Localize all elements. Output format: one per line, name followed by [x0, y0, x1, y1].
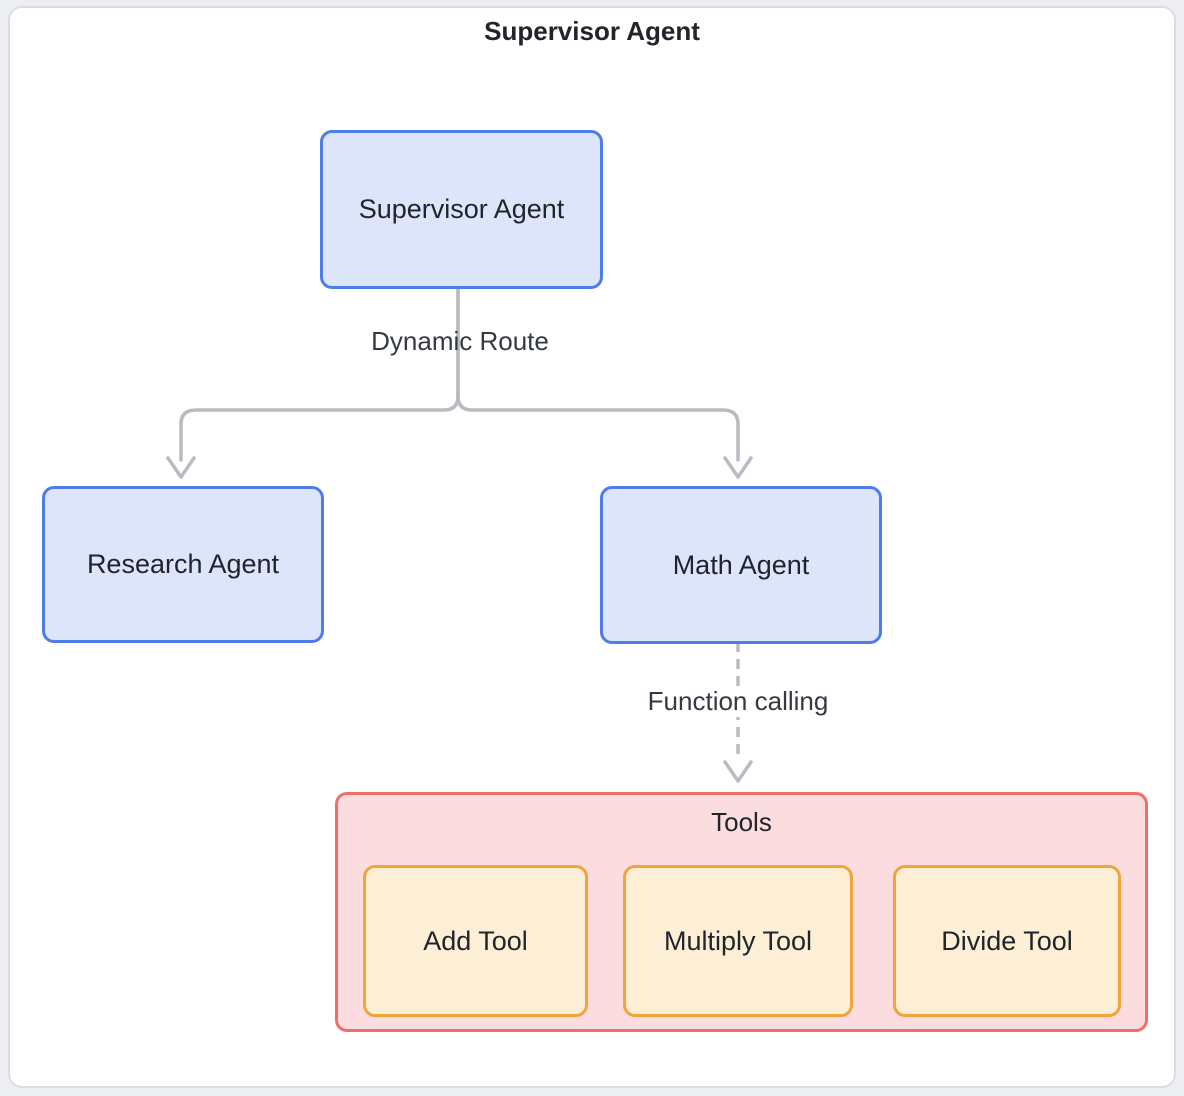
node-label: Add Tool [423, 925, 528, 956]
node-supervisor-agent: Supervisor Agent [320, 130, 603, 289]
node-label: Divide Tool [941, 925, 1073, 956]
node-add-tool: Add Tool [363, 865, 588, 1017]
node-label: Math Agent [672, 549, 810, 580]
node-research-agent: Research Agent [42, 486, 324, 643]
node-tools-group: Tools Add Tool Multiply Tool Divide Tool [335, 792, 1148, 1032]
tools-group-label: Tools [711, 807, 772, 837]
node-math-agent: Math Agent [600, 486, 882, 644]
node-label: Research Agent [86, 549, 280, 579]
edge-label-dynamic-route: Dynamic Route [371, 326, 549, 356]
node-label: Multiply Tool [663, 925, 813, 956]
node-multiply-tool: Multiply Tool [623, 865, 853, 1017]
node-label: Supervisor Agent [358, 194, 565, 224]
diagram-title: Supervisor Agent [484, 16, 700, 46]
node-divide-tool: Divide Tool [893, 865, 1121, 1017]
edge-label-function-calling: Function calling [639, 686, 837, 717]
